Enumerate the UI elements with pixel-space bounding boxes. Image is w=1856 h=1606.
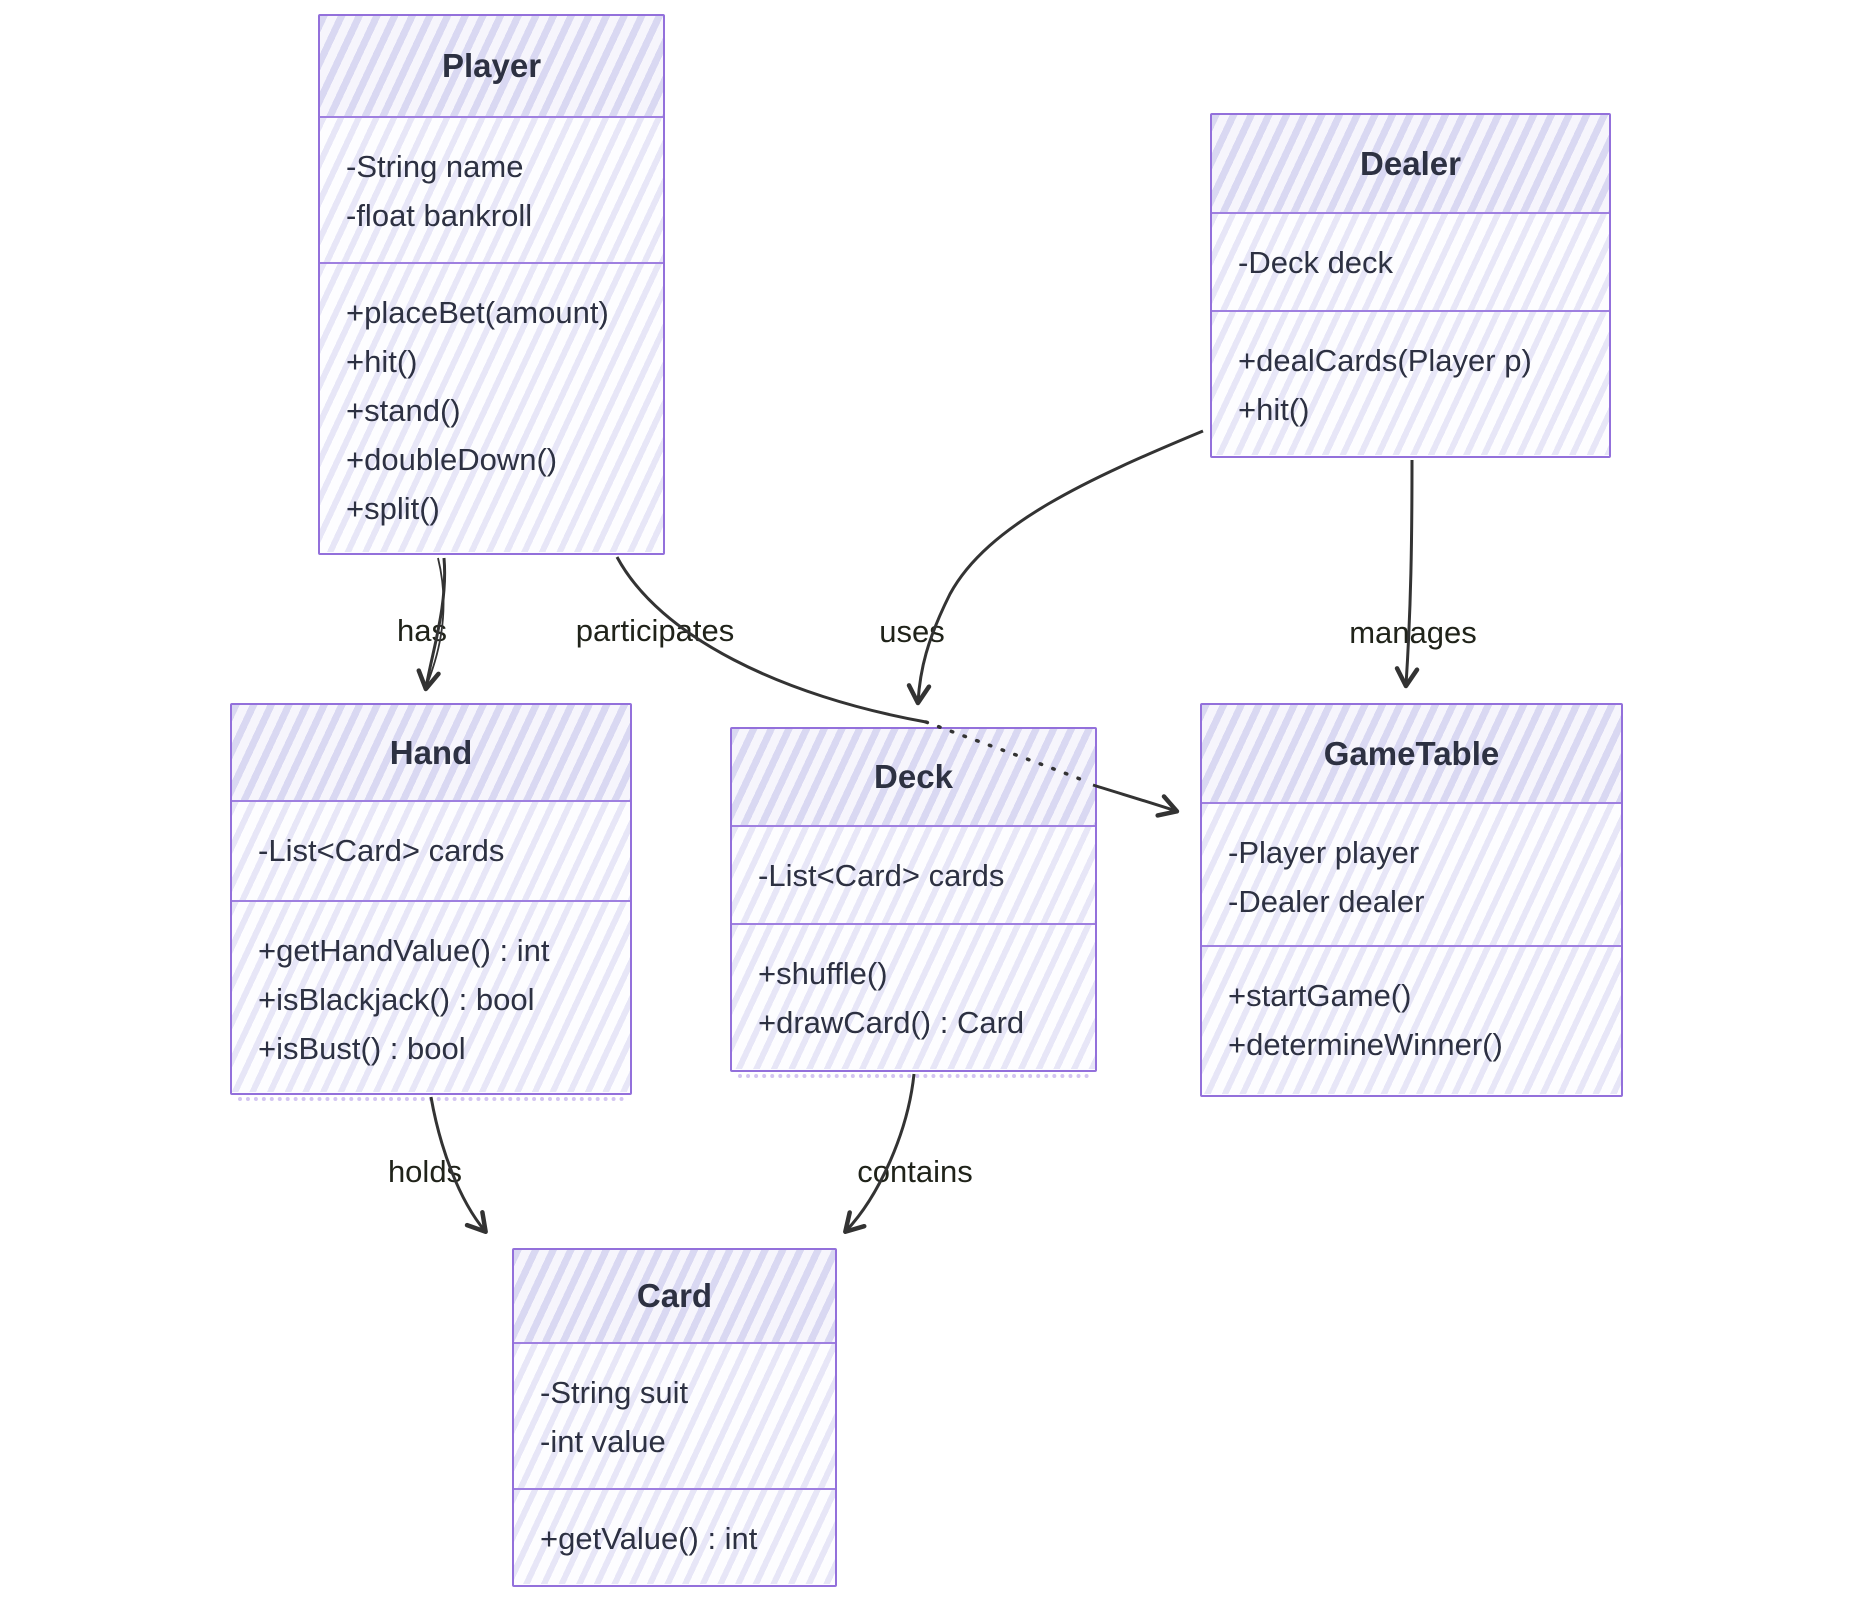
edge-label-contains: contains <box>857 1154 973 1189</box>
edge-deck-card <box>843 1073 916 1234</box>
class-methods-deck: +shuffle() +drawCard() : Card <box>732 923 1095 1069</box>
class-title-hand: Hand <box>232 705 630 800</box>
attribute-line: -int value <box>540 1424 666 1459</box>
attribute-line: -Deck deck <box>1238 245 1394 280</box>
edge-label-uses: uses <box>879 614 945 649</box>
class-attributes-card: -String suit -int value <box>514 1342 835 1488</box>
class-node-card: Card -String suit -int value +getValue()… <box>512 1248 837 1587</box>
attribute-line: -String suit <box>540 1375 689 1410</box>
attribute-line: -Player player <box>1228 835 1420 870</box>
edge-label-manages: manages <box>1349 615 1477 650</box>
class-methods-dealer: +dealCards(Player p) +hit() <box>1212 310 1609 455</box>
method-line: +placeBet(amount) <box>346 295 609 330</box>
class-title-player: Player <box>320 16 663 116</box>
method-line: +hit() <box>1238 392 1310 427</box>
attribute-line: -float bankroll <box>346 198 533 233</box>
class-node-deck: Deck -List<Card> cards +shuffle() +drawC… <box>730 727 1097 1078</box>
class-methods-card: +getValue() : int <box>514 1488 835 1584</box>
attribute-line: -List<Card> cards <box>758 858 1005 893</box>
class-title-gametable: GameTable <box>1202 705 1621 802</box>
edge-label-has: has <box>397 613 447 648</box>
attribute-line: -List<Card> cards <box>258 833 505 868</box>
method-line: +doubleDown() <box>346 442 558 477</box>
edge-player-gametable-segment-2 <box>1092 783 1180 818</box>
class-node-player: Player -String name -float bankroll +pla… <box>318 14 665 555</box>
edge-dealer-gametable <box>1394 459 1420 689</box>
class-attributes-player: -String name -float bankroll <box>320 116 663 262</box>
edge-label-holds: holds <box>387 1154 463 1189</box>
class-node-dealer: Dealer -Deck deck +dealCards(Player p) +… <box>1210 113 1611 458</box>
method-line: +getValue() : int <box>540 1521 758 1556</box>
class-node-hand: Hand -List<Card> cards +getHandValue() :… <box>230 703 632 1101</box>
class-attributes-dealer: -Deck deck <box>1212 212 1609 310</box>
class-attributes-deck: -List<Card> cards <box>732 825 1095 923</box>
class-attributes-gametable: -Player player -Dealer dealer <box>1202 802 1621 945</box>
method-line: +shuffle() <box>758 956 888 991</box>
attribute-line: -String name <box>346 149 524 184</box>
edge-dealer-deck <box>906 429 1204 706</box>
method-line: +stand() <box>346 393 461 428</box>
class-methods-gametable: +startGame() +determineWinner() <box>1202 945 1621 1094</box>
method-line: +drawCard() : Card <box>758 1005 1025 1040</box>
class-attributes-hand: -List<Card> cards <box>232 800 630 900</box>
method-line: +startGame() <box>1228 978 1412 1013</box>
method-line: +determineWinner() <box>1228 1027 1503 1062</box>
class-methods-player: +placeBet(amount) +hit() +stand() +doubl… <box>320 262 663 552</box>
method-line: +split() <box>346 491 440 526</box>
method-line: +dealCards(Player p) <box>1238 343 1532 378</box>
class-methods-hand: +getHandValue() : int +isBlackjack() : b… <box>232 900 630 1092</box>
method-line: +hit() <box>346 344 418 379</box>
edge-label-participates: participates <box>575 613 735 648</box>
method-line: +isBust() : bool <box>258 1031 466 1066</box>
method-line: +getHandValue() : int <box>258 933 550 968</box>
class-title-dealer: Dealer <box>1212 115 1609 212</box>
method-line: +isBlackjack() : bool <box>258 982 535 1017</box>
attribute-line: -Dealer dealer <box>1228 884 1425 919</box>
class-title-deck: Deck <box>732 729 1095 825</box>
class-title-card: Card <box>514 1250 835 1342</box>
class-node-gametable: GameTable -Player player -Dealer dealer … <box>1200 703 1623 1097</box>
